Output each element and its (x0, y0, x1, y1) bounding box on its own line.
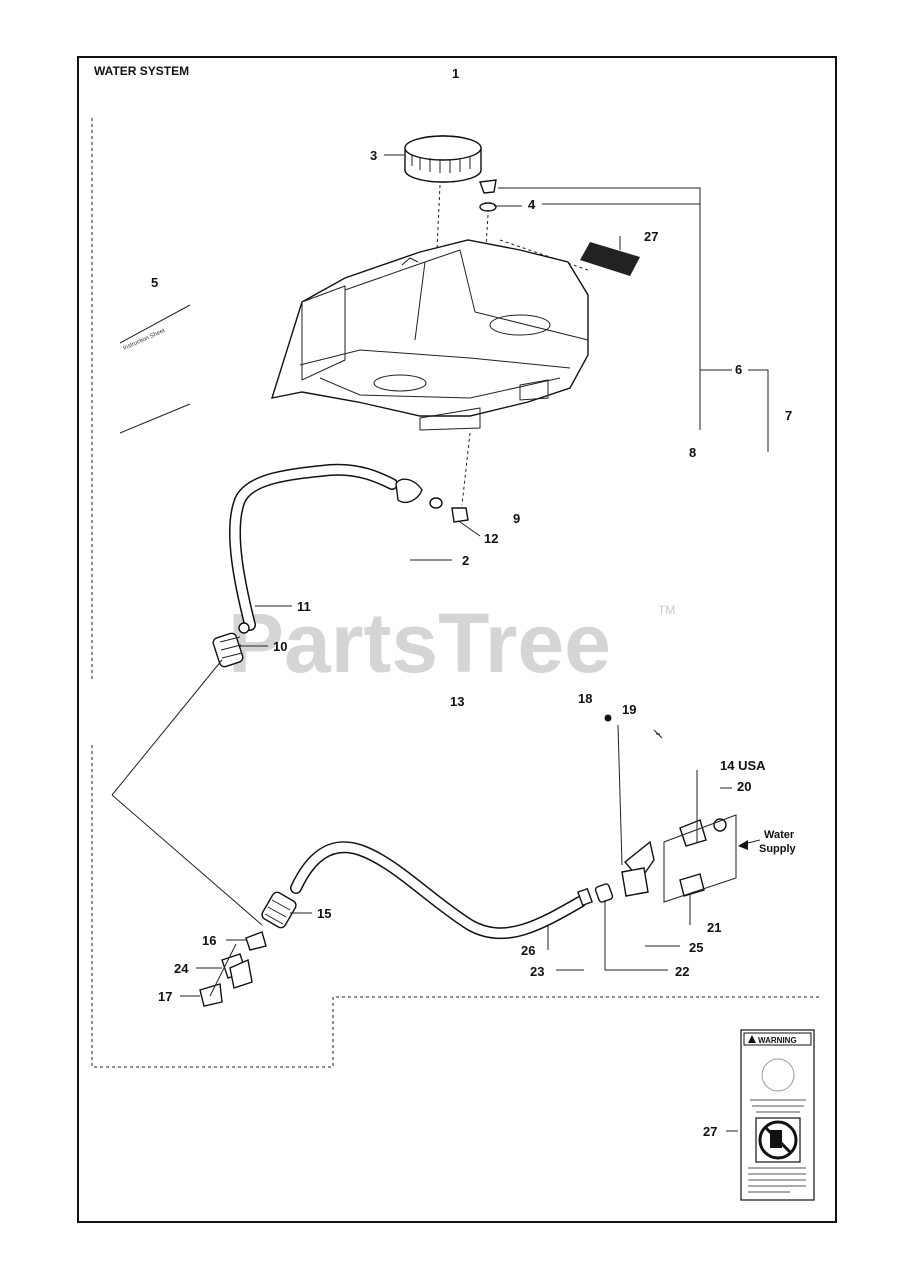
callout-21: 21 (707, 920, 721, 935)
callout-14-usa: 14 USA (720, 758, 766, 773)
vent-valve-part (479, 179, 497, 212)
water-supply-label-line2: Supply (759, 843, 797, 855)
callout-20: 20 (737, 779, 751, 794)
watermark: PartsTree (228, 596, 611, 690)
callout-15: 15 (317, 906, 331, 921)
warning-decal-heading: WARNING (758, 1036, 797, 1045)
tank-cap-part (404, 135, 482, 183)
bracket-part (604, 714, 663, 897)
connection-line-b (111, 794, 263, 926)
callout-25: 25 (689, 940, 703, 955)
callout-2: 2 (462, 553, 469, 568)
supply-valves-part (663, 770, 737, 925)
instruction-sheet-text: Instruction Sheet (122, 328, 166, 352)
water-supply-arrow (738, 839, 761, 850)
cap-leader-dashed (436, 184, 441, 249)
coupling-part (212, 622, 250, 668)
adapter-fittings-part (199, 931, 267, 1007)
callout-18: 18 (578, 691, 592, 706)
diagram-frame (77, 56, 837, 1223)
decal-part (580, 242, 640, 276)
callout-22: 22 (675, 964, 689, 979)
callout-9: 9 (513, 511, 520, 526)
connection-line-a (111, 659, 223, 796)
leader-lines (180, 154, 769, 1132)
fitting-leader-dashed (461, 432, 471, 506)
callout-27-warning: 27 (703, 1124, 717, 1139)
diagram-title: WATER SYSTEM (94, 64, 189, 78)
hose-clamp-part (395, 478, 469, 523)
callout-16: 16 (202, 933, 216, 948)
main-hose-part (290, 841, 586, 940)
instruction-sheet-part: Instruction Sheet (119, 304, 191, 434)
callout-8: 8 (689, 445, 696, 460)
callout-3: 3 (370, 148, 377, 163)
water-tank-part (270, 239, 589, 431)
callout-19: 19 (622, 702, 636, 717)
warning-decal-part: WARNING (740, 1029, 815, 1201)
callout-1: 1 (452, 66, 459, 81)
callout-4: 4 (528, 197, 536, 212)
callout-17: 17 (158, 989, 172, 1004)
callout-7: 7 (785, 408, 792, 423)
watermark-trademark: TM (658, 603, 675, 617)
callout-5: 5 (151, 275, 158, 290)
callout-13: 13 (450, 694, 464, 709)
tank-hose-part (229, 463, 398, 631)
callout-10: 10 (273, 639, 287, 654)
callout-26: 26 (521, 943, 535, 958)
kit-boundary-dashed-lower (91, 745, 822, 1068)
water-supply-label-line1: Water (764, 829, 795, 841)
callout-12: 12 (484, 531, 498, 546)
valve-leader-dashed (485, 214, 489, 247)
callout-24: 24 (174, 961, 189, 976)
callout-23: 23 (530, 964, 544, 979)
inline-fittings-part (577, 883, 614, 907)
callout-6: 6 (735, 362, 742, 377)
callout-27-tank: 27 (644, 229, 658, 244)
callout-11: 11 (297, 599, 311, 614)
lower-coupling-part (261, 891, 297, 929)
